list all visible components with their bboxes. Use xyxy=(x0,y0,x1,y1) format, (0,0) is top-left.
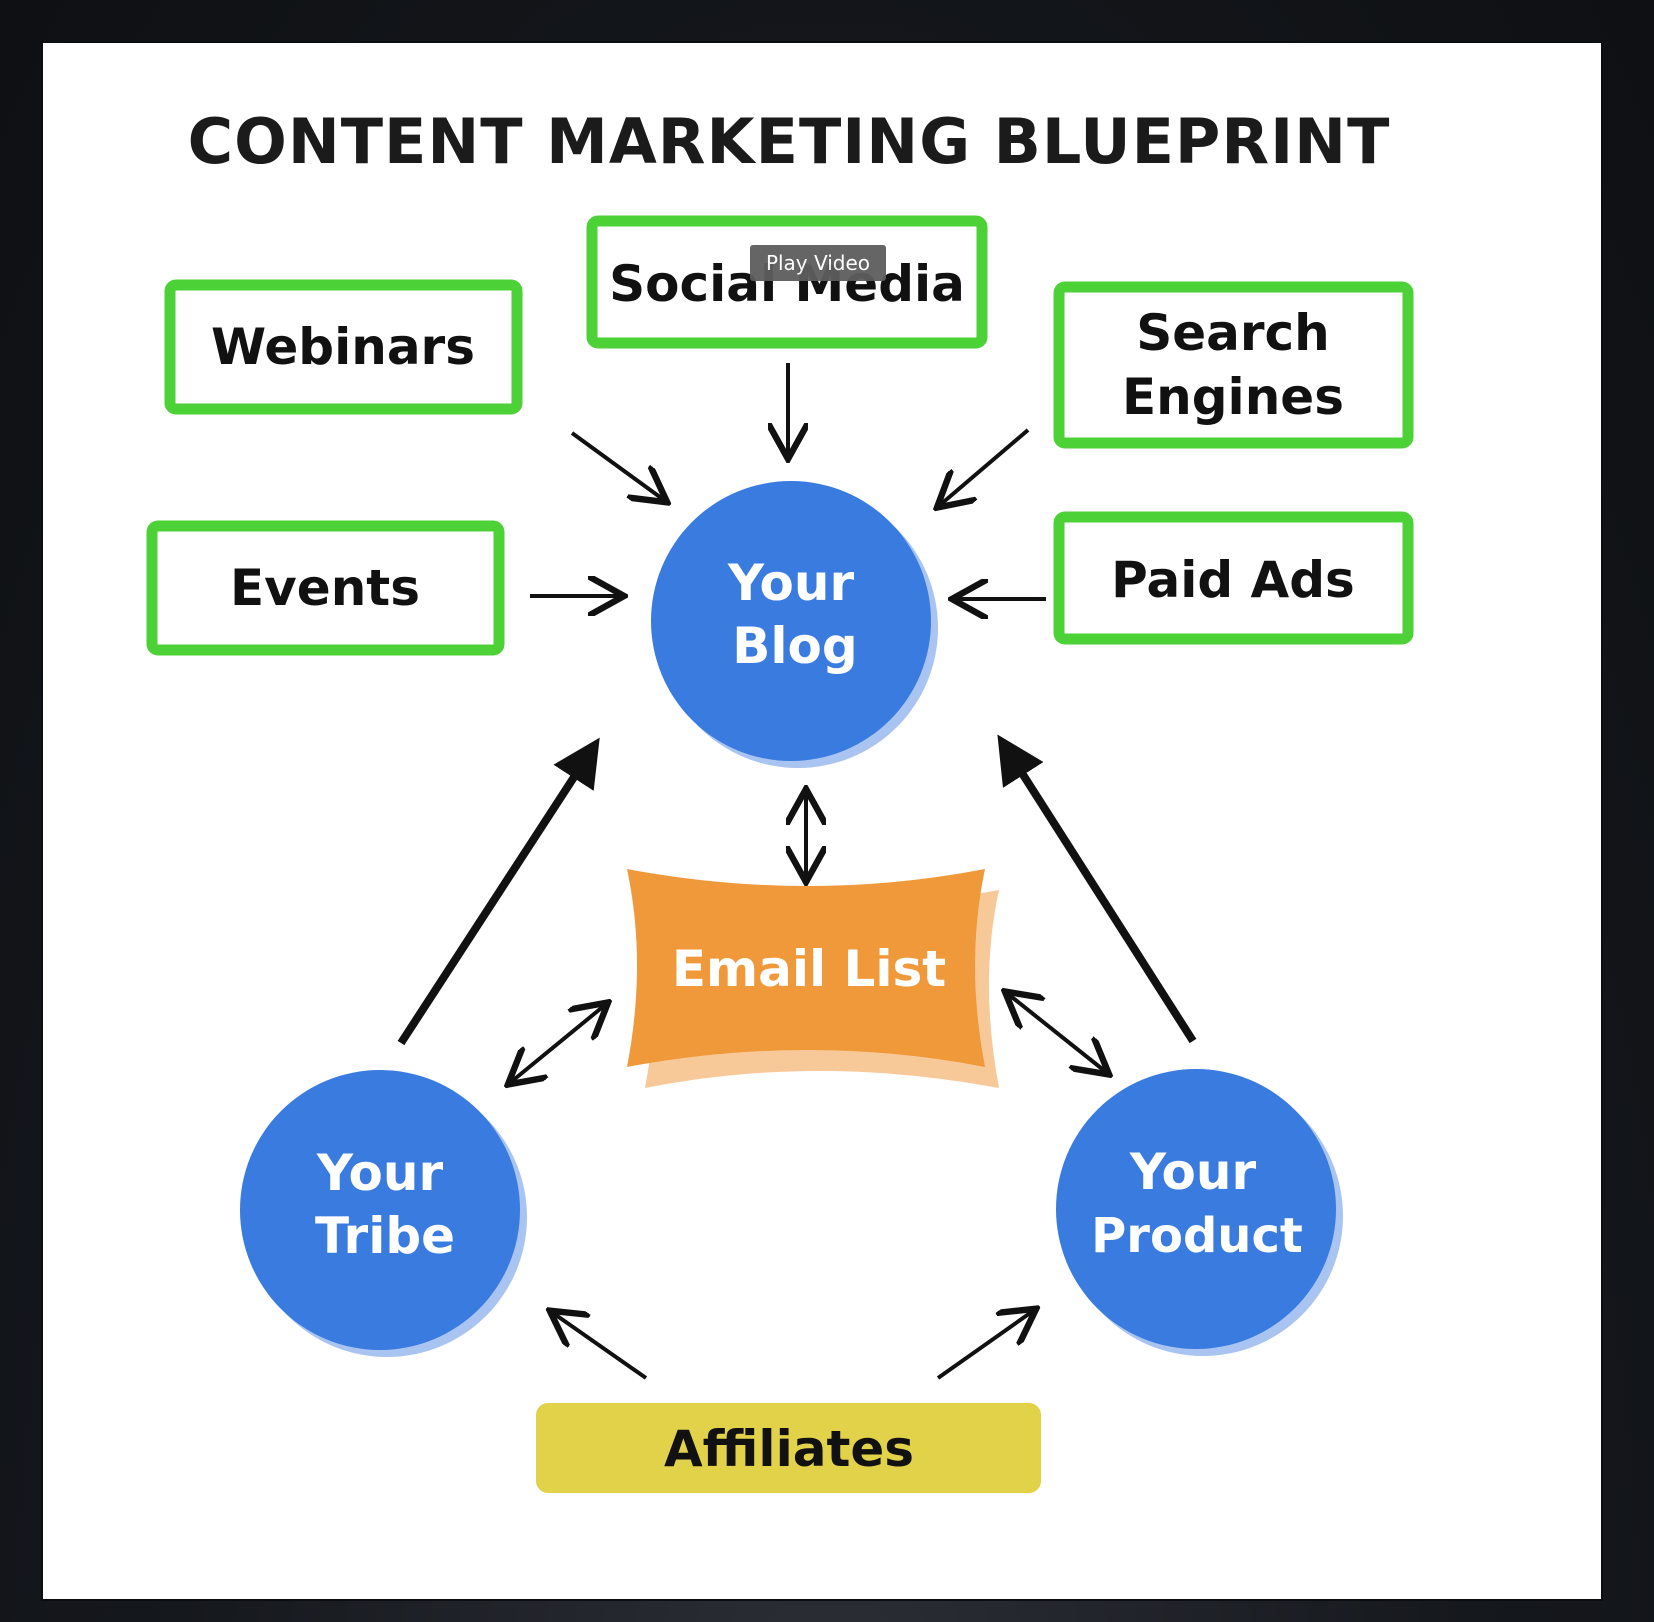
webinars-box: Webinars xyxy=(164,279,523,415)
arrow-affiliates-to-tribe xyxy=(553,1313,648,1380)
hub-arrows xyxy=(397,734,1197,1046)
your-product-node: Your Product xyxy=(1056,1069,1343,1356)
paid-ads-box: Paid Ads xyxy=(1053,511,1414,645)
diagram-title: CONTENT MARKETING BLUEPRINT xyxy=(188,105,1391,178)
your-product-label-line1: Your xyxy=(1129,1143,1257,1201)
webinars-label: Webinars xyxy=(211,318,475,376)
arrow-affiliates-to-product xyxy=(936,1311,1033,1380)
affiliate-arrows xyxy=(553,1311,1033,1380)
email-list-node: Email List xyxy=(627,869,999,1088)
affiliates-box: Affiliates xyxy=(536,1403,1041,1493)
diagram-canvas: CONTENT MARKETING BLUEPRINT Webinars Soc… xyxy=(146,105,1414,1493)
your-tribe-node: Your Tribe xyxy=(240,1070,527,1357)
social-media-box: Social Media xyxy=(586,215,988,349)
email-list-label: Email List xyxy=(672,940,946,998)
your-blog-label-line2: Blog xyxy=(732,617,857,675)
events-box: Events xyxy=(146,520,505,656)
arrow-email-tribe xyxy=(511,1005,605,1082)
your-tribe-label-line1: Your xyxy=(316,1144,444,1202)
arrow-product-to-blog xyxy=(997,734,1197,1044)
source-arrows xyxy=(530,363,1046,599)
search-engines-box: Search Engines xyxy=(1053,281,1414,449)
your-product-label-line2: Product xyxy=(1091,1208,1303,1264)
arrow-email-product xyxy=(1008,994,1106,1072)
diagram-slide: CONTENT MARKETING BLUEPRINT Webinars Soc… xyxy=(43,43,1601,1599)
your-blog-node: Your Blog xyxy=(651,481,938,768)
arrow-search-to-blog xyxy=(940,428,1030,505)
your-blog-label-line1: Your xyxy=(727,554,855,612)
search-engines-label-line1: Search xyxy=(1136,304,1330,362)
arrow-tribe-to-blog xyxy=(397,737,600,1046)
search-engines-label-line2: Engines xyxy=(1122,368,1344,426)
arrow-webinars-to-blog xyxy=(570,431,664,500)
paid-ads-label: Paid Ads xyxy=(1111,551,1355,609)
affiliates-label: Affiliates xyxy=(664,1420,914,1478)
email-arrows xyxy=(511,994,1106,1082)
play-video-tooltip: Play Video xyxy=(750,245,886,281)
events-label: Events xyxy=(230,559,420,617)
your-tribe-label-line2: Tribe xyxy=(315,1207,455,1265)
